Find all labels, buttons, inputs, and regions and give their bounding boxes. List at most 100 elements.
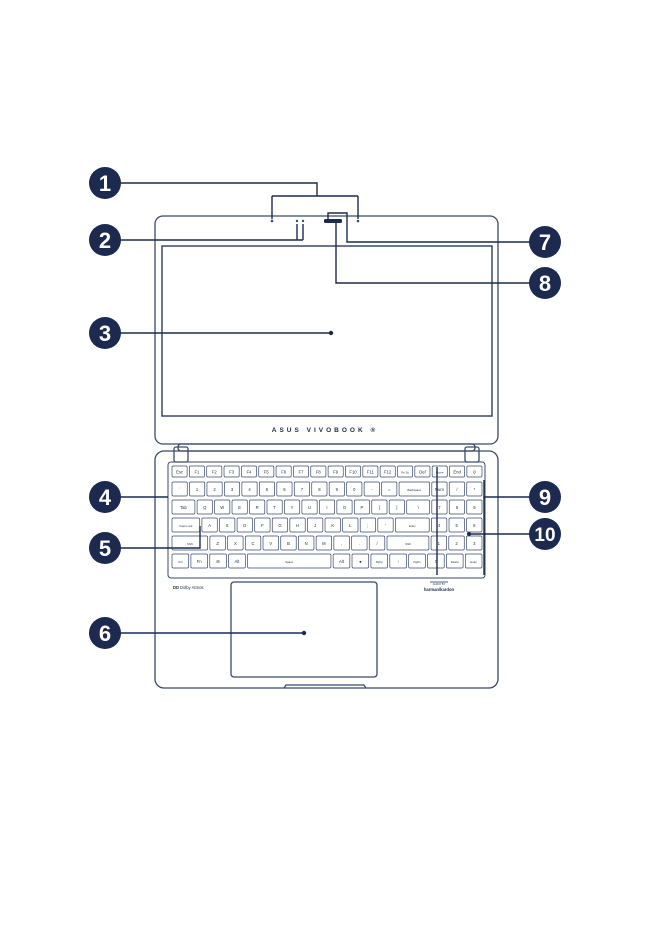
callout-3-label: 3 — [99, 321, 111, 346]
camera-bar — [324, 219, 342, 223]
key-label-1-11: - — [371, 487, 373, 492]
key-2-0 — [171, 499, 196, 515]
microphone-left-icon — [270, 219, 274, 223]
key-4-14 — [466, 535, 483, 551]
key-label-1-9: 9 — [336, 487, 339, 492]
key-0-17 — [466, 465, 483, 478]
leader-10-bracket — [436, 467, 485, 575]
callout-3-circle — [89, 317, 121, 349]
leader-5 — [120, 526, 201, 549]
key-label-2-4: R — [256, 505, 259, 510]
key-2-8 — [319, 499, 335, 515]
key-1-3 — [224, 481, 241, 497]
key-2-15 — [448, 499, 465, 515]
key-label-0-4: F4 — [247, 470, 253, 475]
callout-6-circle — [89, 617, 121, 649]
key-label-3-0: Caps Lock — [179, 524, 193, 528]
key-5-8 — [389, 553, 407, 569]
callout-9: 9 — [529, 481, 561, 513]
key-label-2-15: 8 — [456, 505, 459, 510]
front-notch — [283, 684, 367, 689]
key-4-4 — [262, 535, 279, 551]
key-label-0-6: F6 — [281, 470, 287, 475]
callout-4-label: 4 — [99, 485, 112, 510]
key-label-4-9: . — [359, 541, 360, 546]
laptop-lid — [154, 215, 499, 463]
key-label-3-10: ; — [367, 523, 368, 528]
callout-2-label: 2 — [99, 228, 111, 253]
key-0-1 — [188, 465, 205, 478]
key-0-9 — [327, 465, 344, 478]
key-label-3-5: G — [278, 523, 281, 528]
key-label-1-4: 4 — [248, 487, 251, 492]
key-label-4-10: / — [376, 541, 378, 546]
key-2-14 — [431, 499, 448, 515]
key-label-0-13: Prt Sc — [401, 471, 409, 475]
ir-sensor-right-icon — [301, 219, 305, 223]
laptop-deck — [154, 450, 499, 689]
callout-10: 10 — [529, 518, 561, 550]
display-panel — [161, 245, 493, 417]
key-1-6 — [276, 481, 293, 497]
key-label-2-9: O — [343, 505, 347, 510]
harman-kardon-logo: AUDIO BY harman/kardon — [424, 581, 455, 592]
key-label-1-13: Backspace — [407, 488, 421, 492]
key-label-1-7: 7 — [301, 487, 304, 492]
key-label-0-10: F10 — [349, 470, 357, 475]
key-label-0-15: Home — [436, 471, 444, 475]
key-0-7 — [293, 465, 309, 478]
key-label-4-12: 1 — [438, 541, 441, 546]
key-label-5-8: ↑ — [397, 559, 399, 564]
key-3-5 — [271, 517, 289, 533]
touchpad — [230, 581, 378, 678]
leader-2 — [120, 224, 304, 241]
key-3-3 — [236, 517, 253, 533]
key-3-10 — [359, 517, 376, 533]
leader-6-dot — [301, 630, 307, 636]
key-label-0-11: F11 — [367, 470, 375, 475]
key-0-10 — [345, 465, 361, 478]
key-3-8 — [324, 517, 341, 533]
key-0-15 — [431, 465, 448, 478]
key-label-1-1: 1 — [196, 487, 199, 492]
key-label-0-3: F3 — [229, 470, 235, 475]
callout-7-circle — [529, 226, 561, 258]
key-label-4-6: N — [305, 541, 308, 546]
key-4-9 — [351, 535, 368, 551]
key-label-1-16: * — [474, 487, 476, 492]
leader-1-branch — [271, 195, 359, 219]
key-3-0 — [171, 517, 201, 533]
key-3-2 — [219, 517, 236, 533]
key-1-11 — [363, 481, 380, 497]
key-label-4-2: X — [234, 541, 237, 546]
key-4-1 — [209, 535, 226, 551]
key-label-0-2: F2 — [212, 470, 218, 475]
key-1-2 — [206, 481, 223, 497]
leader-10-dot — [467, 532, 471, 536]
key-1-7 — [293, 481, 310, 497]
key-1-13 — [398, 481, 430, 497]
key-label-4-3: C — [252, 541, 255, 546]
key-1-4 — [241, 481, 258, 497]
key-label-5-0: Ctrl — [178, 560, 183, 564]
key-4-3 — [244, 535, 262, 551]
key-0-4 — [241, 465, 257, 478]
key-label-4-7: M — [322, 541, 326, 546]
key-3-1 — [201, 517, 218, 533]
key-3-7 — [307, 517, 324, 533]
key-4-11 — [386, 535, 430, 551]
key-5-2 — [209, 553, 227, 569]
callout-1-label: 1 — [99, 171, 111, 196]
key-label-3-14: 5 — [456, 523, 459, 528]
key-0-12 — [379, 465, 396, 478]
callout-6-label: 6 — [99, 621, 111, 646]
leader-7 — [327, 212, 530, 243]
callout-6: 6 — [89, 617, 121, 649]
key-2-13 — [406, 499, 430, 515]
key-0-2 — [206, 465, 223, 478]
leader-9 — [483, 480, 530, 498]
key-label-3-15: 6 — [473, 523, 476, 528]
key-label-2-0: Tab — [180, 505, 187, 510]
key-1-16 — [466, 481, 483, 497]
key-label-4-14: 3 — [473, 541, 476, 546]
